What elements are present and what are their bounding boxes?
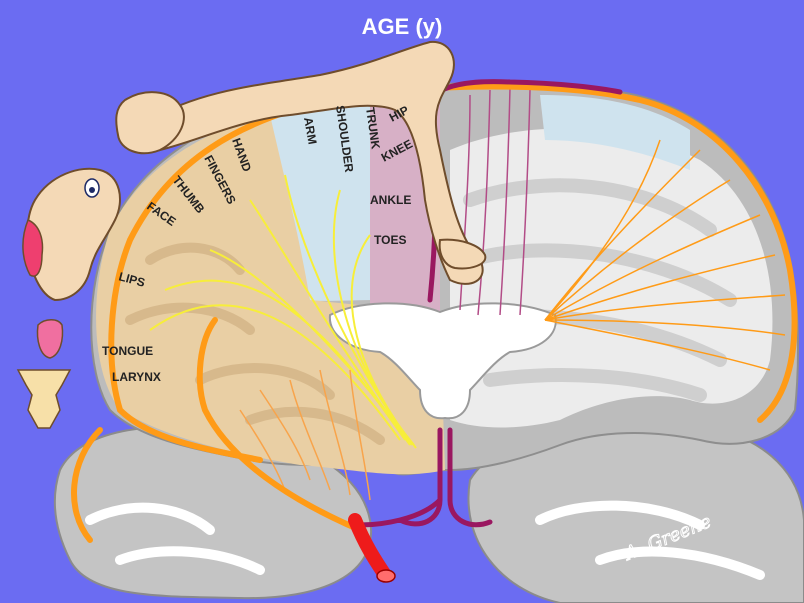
- label-tongue: TONGUE: [102, 344, 153, 358]
- label-ankle: ANKLE: [370, 193, 411, 207]
- homunculus-tongue: [38, 320, 63, 358]
- label-toes: TOES: [374, 233, 406, 247]
- label-larynx: LARYNX: [112, 370, 161, 384]
- homunculus-larynx: [18, 370, 70, 428]
- red-vessel-end: [377, 570, 395, 582]
- homunculus-pupil: [89, 187, 95, 193]
